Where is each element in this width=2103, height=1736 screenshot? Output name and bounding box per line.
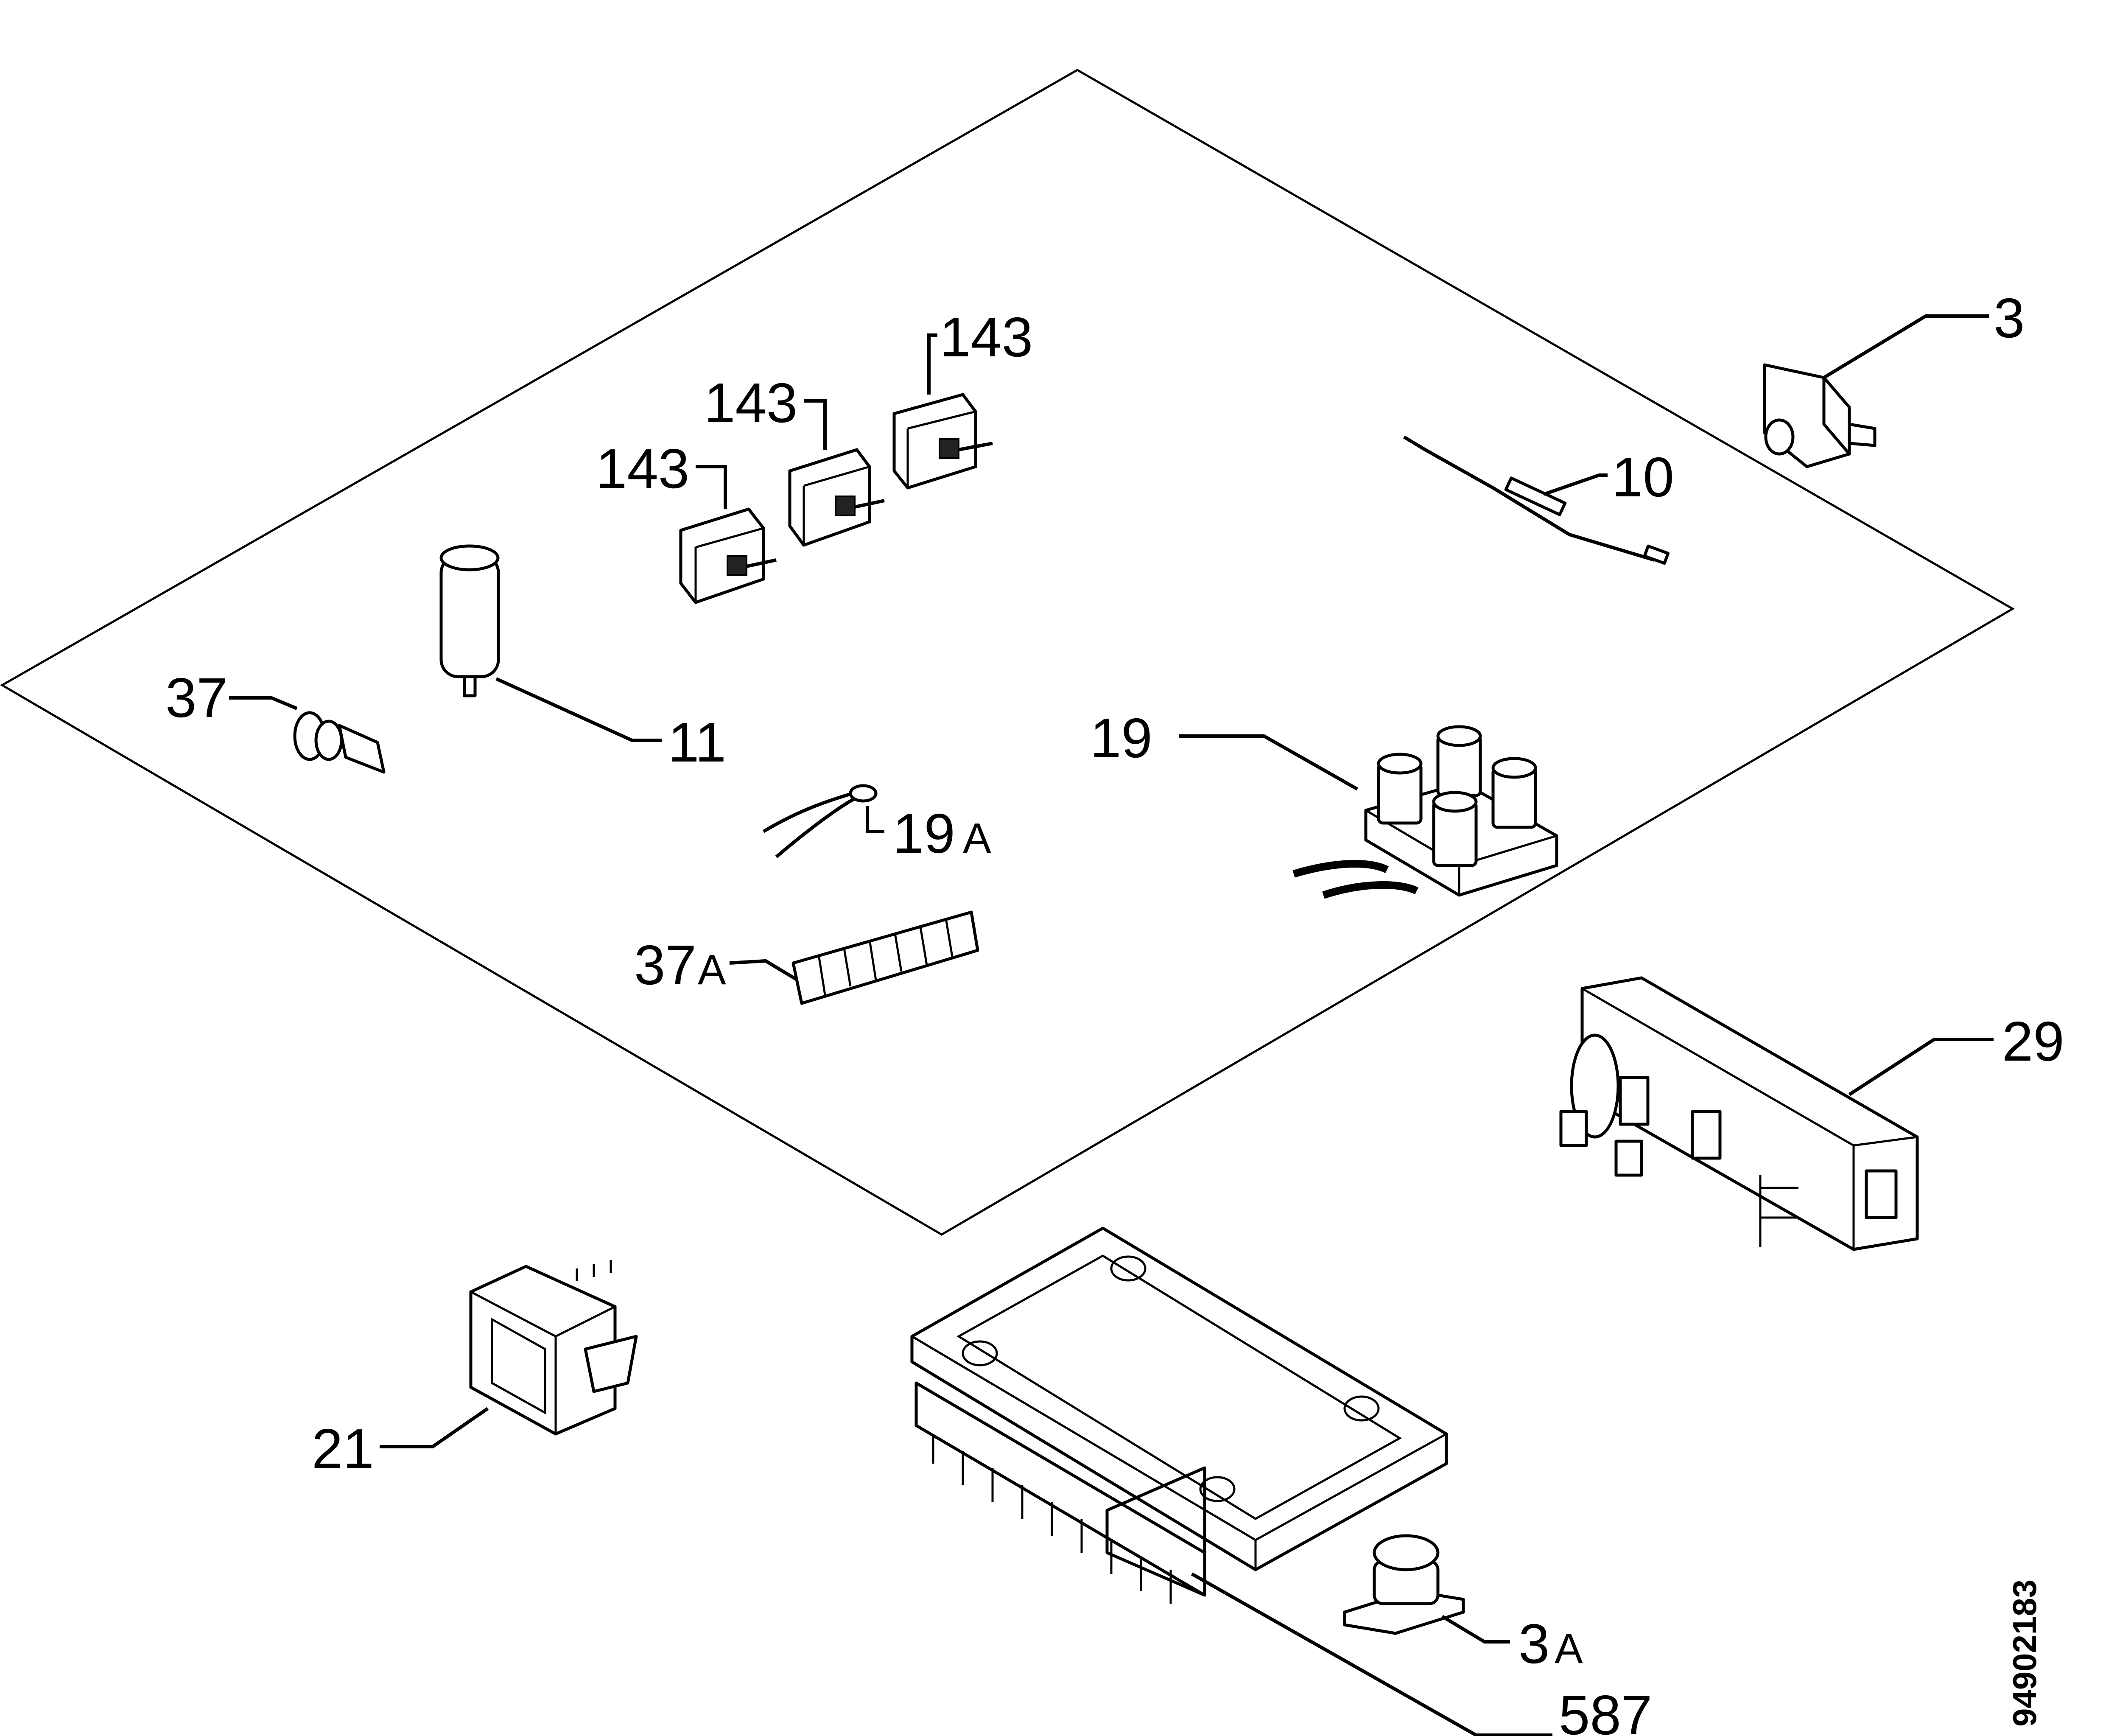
circuit-board-icon [910,1226,1448,1604]
ignition-generator-icon [1559,976,1919,1251]
transformer-icon [469,1260,638,1436]
terminal-block-icon [1292,725,1558,899]
thermostat-switch-icon [1763,363,1876,468]
rotary-switch-icon [788,448,885,547]
temperature-sensor-icon [762,784,878,859]
callout-143-middle: 143 [704,372,797,434]
svg-text:A: A [1555,1625,1583,1672]
rotary-switch-icon [679,507,777,604]
callout-11: 11 [668,711,726,773]
callout-143-bottom: 143 [596,437,689,500]
callout-37a: 37 A [634,934,726,996]
svg-text:A: A [963,815,991,862]
lamp-holder-icon [293,711,386,774]
svg-text:3: 3 [1519,1613,1549,1675]
callout-3a: 3 A [1519,1613,1583,1675]
svg-text:19: 19 [893,802,955,865]
callout-labels: 3 10 143 143 143 37 11 19 19 A 37 A 29 2… [165,287,2064,1736]
document-number: 94902183 [2006,1579,2043,1727]
callout-10: 10 [1612,446,1674,508]
callout-21: 21 [312,1417,374,1480]
rotary-switch-icon [892,393,993,490]
callout-19a: 19 A [893,802,991,865]
svg-text:A: A [698,946,726,994]
callout-19: 19 [1090,707,1152,769]
fuse-wire-icon [1403,435,1670,565]
callout-29: 29 [2002,1010,2064,1072]
leader-lines [229,314,1994,1736]
svg-text:37: 37 [634,934,696,996]
callout-143-top: 143 [940,306,1033,368]
callout-587: 587 [1559,1684,1652,1736]
connector-strip-icon [791,910,979,1005]
safety-thermostat-icon [1343,1534,1465,1635]
capacitor-icon [439,544,500,697]
callout-3: 3 [1994,287,2025,349]
callout-37: 37 [165,666,228,729]
base-plate-outline [0,69,2015,1236]
